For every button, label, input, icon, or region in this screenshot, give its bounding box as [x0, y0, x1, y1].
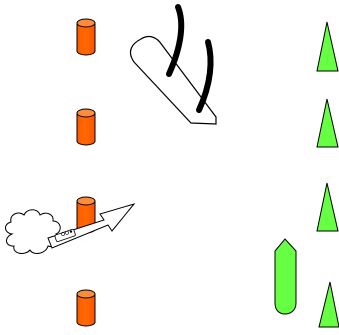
orange-buoy [77, 19, 95, 55]
ship-hull [130, 37, 216, 124]
green-cone-buoy [317, 99, 338, 147]
orange-buoy [77, 290, 95, 326]
wake-mark [169, 7, 181, 74]
green-cone-buoy [317, 22, 338, 71]
green-cone-buoy [319, 282, 339, 327]
wake-mark [199, 42, 211, 110]
orange-buoy [77, 109, 95, 145]
green-cone-buoy [317, 183, 338, 231]
green-can-buoy [275, 239, 296, 314]
